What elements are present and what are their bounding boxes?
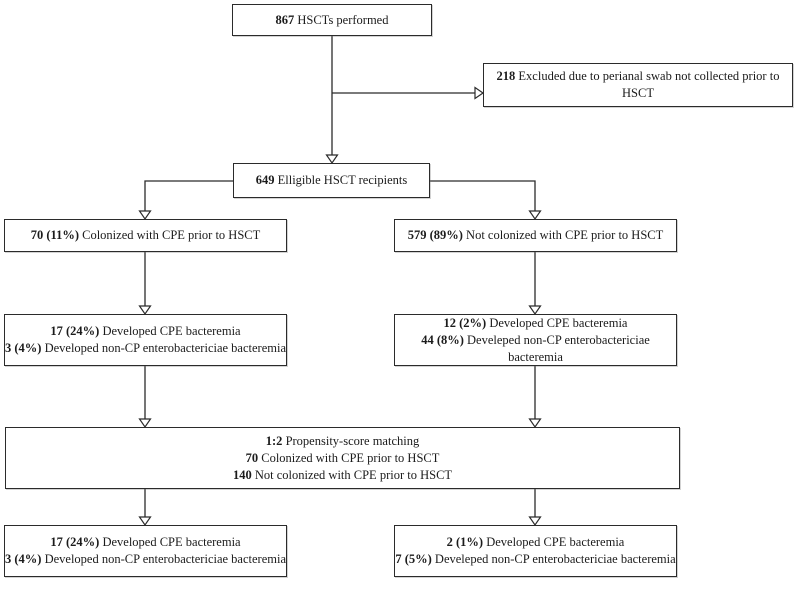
arrow-down-icon bbox=[528, 516, 542, 527]
connector-eligible-to-colonized bbox=[138, 180, 233, 221]
line-text: Developed CPE bacteremia bbox=[486, 315, 628, 330]
count-value: 44 (8%) bbox=[421, 332, 464, 347]
connector-matching-to-matched-not-colonized bbox=[528, 489, 542, 527]
box-line: 140 Not colonized with CPE prior to HSCT bbox=[233, 467, 452, 484]
box-hscts-performed: 867 HSCTs performed bbox=[232, 4, 432, 36]
box-line: 867 HSCTs performed bbox=[275, 12, 388, 29]
box-line: 1:2 Propensity-score matching bbox=[266, 433, 419, 450]
arrow-down-icon bbox=[528, 418, 542, 429]
box-not-colonized-bacteremia-outcomes: 12 (2%) Developed CPE bacteremia 44 (8%)… bbox=[394, 314, 677, 366]
box-line: 218 Excluded due to perianal swab not co… bbox=[484, 68, 792, 102]
line-text: Developed non-CP enterobactericiae bacte… bbox=[41, 552, 287, 566]
connector-not-colonized-to-bacteremia bbox=[528, 252, 542, 316]
box-excluded-no-swab: 218 Excluded due to perianal swab not co… bbox=[483, 63, 793, 107]
connector-performed-to-excluded bbox=[332, 86, 485, 100]
box-line: 17 (24%) Developed CPE bacteremia bbox=[50, 323, 240, 340]
line-text: Developed CPE bacteremia bbox=[99, 535, 241, 549]
count-value: 70 bbox=[245, 450, 259, 465]
box-eligible-recipients: 649 Elligible HSCT recipients bbox=[233, 163, 430, 198]
count-value: 3 (4%) bbox=[5, 341, 42, 355]
count-value: 17 (24%) bbox=[50, 324, 100, 338]
line-text: Developed CPE bacteremia bbox=[483, 535, 625, 549]
count-value: 70 (11%) bbox=[30, 228, 79, 242]
arrow-down-icon bbox=[138, 305, 152, 316]
count-value: 2 (1%) bbox=[446, 535, 484, 549]
box-matched-not-colonized-bacteremia-outcomes: 2 (1%) Developed CPE bacteremia 7 (5%) D… bbox=[394, 525, 677, 577]
connector-matching-to-matched-colonized bbox=[138, 489, 152, 527]
count-value: 867 bbox=[275, 12, 295, 27]
box-not-colonized-cpe: 579 (89%) Not colonized with CPE prior t… bbox=[394, 219, 677, 252]
line-text: HSCTs performed bbox=[294, 12, 389, 27]
line-text: Developed CPE bacteremia bbox=[99, 324, 241, 338]
box-line: 70 Colonized with CPE prior to HSCT bbox=[246, 450, 440, 467]
line-text: Not colonized with CPE prior to HSCT bbox=[251, 467, 453, 482]
arrow-down-icon bbox=[528, 305, 542, 316]
line-text: Develeped non-CP enterobactericiae bacte… bbox=[463, 332, 650, 364]
box-line: 70 (11%) Colonized with CPE prior to HSC… bbox=[31, 227, 261, 244]
line-text: Not colonized with CPE prior to HSCT bbox=[462, 228, 664, 242]
line-text: Elligible HSCT recipients bbox=[274, 173, 408, 187]
count-value: 17 (24%) bbox=[50, 535, 100, 549]
arrow-down-icon bbox=[138, 516, 152, 527]
count-value: 1:2 bbox=[265, 433, 283, 448]
connector-colonized-to-bacteremia bbox=[138, 252, 152, 316]
arrow-down-icon bbox=[528, 210, 542, 221]
box-line: 3 (4%) Developed non-CP enterobactericia… bbox=[5, 340, 286, 357]
box-line: 44 (8%) Develeped non-CP enterobacterici… bbox=[395, 332, 676, 366]
box-line: 2 (1%) Developed CPE bacteremia bbox=[447, 534, 625, 551]
box-line: 12 (2%) Developed CPE bacteremia bbox=[444, 315, 628, 332]
count-value: 579 (89%) bbox=[407, 228, 463, 242]
line-text: Colonized with CPE prior to HSCT bbox=[258, 450, 440, 465]
arrow-down-icon bbox=[138, 210, 152, 221]
line-text: Propensity-score matching bbox=[282, 433, 420, 448]
connector-performed-to-eligible bbox=[325, 36, 339, 165]
count-value: 218 bbox=[496, 69, 516, 83]
line-text: Colonized with CPE prior to HSCT bbox=[79, 228, 261, 242]
arrow-down-icon bbox=[325, 154, 339, 165]
count-value: 140 bbox=[232, 467, 252, 482]
box-line: 649 Elligible HSCT recipients bbox=[256, 172, 408, 189]
box-line: 7 (5%) Develeped non-CP enterobactericia… bbox=[395, 551, 675, 568]
count-value: 3 (4%) bbox=[5, 552, 42, 566]
line-text: Develeped non-CP enterobactericiae bacte… bbox=[431, 552, 676, 566]
box-line: 17 (24%) Developed CPE bacteremia bbox=[50, 534, 240, 551]
box-line: 579 (89%) Not colonized with CPE prior t… bbox=[408, 227, 664, 244]
box-line: 3 (4%) Developed non-CP enterobactericia… bbox=[5, 551, 286, 568]
count-value: 12 (2%) bbox=[443, 315, 487, 330]
line-text: Excluded due to perianal swab not collec… bbox=[515, 69, 780, 100]
count-value: 7 (5%) bbox=[395, 552, 432, 566]
connector-colonized-bacteremia-to-matching bbox=[138, 366, 152, 429]
count-value: 649 bbox=[255, 173, 275, 187]
connector-not-colonized-bacteremia-to-matching bbox=[528, 366, 542, 429]
box-colonized-bacteremia-outcomes: 17 (24%) Developed CPE bacteremia 3 (4%)… bbox=[4, 314, 287, 366]
box-matched-colonized-bacteremia-outcomes: 17 (24%) Developed CPE bacteremia 3 (4%)… bbox=[4, 525, 287, 577]
box-colonized-cpe: 70 (11%) Colonized with CPE prior to HSC… bbox=[4, 219, 287, 252]
arrow-right-icon bbox=[474, 86, 485, 100]
arrow-down-icon bbox=[138, 418, 152, 429]
line-text: Developed non-CP enterobactericiae bacte… bbox=[41, 341, 287, 355]
box-propensity-score-matching: 1:2 Propensity-score matching 70 Coloniz… bbox=[5, 427, 680, 489]
connector-eligible-to-not-colonized bbox=[430, 180, 542, 221]
